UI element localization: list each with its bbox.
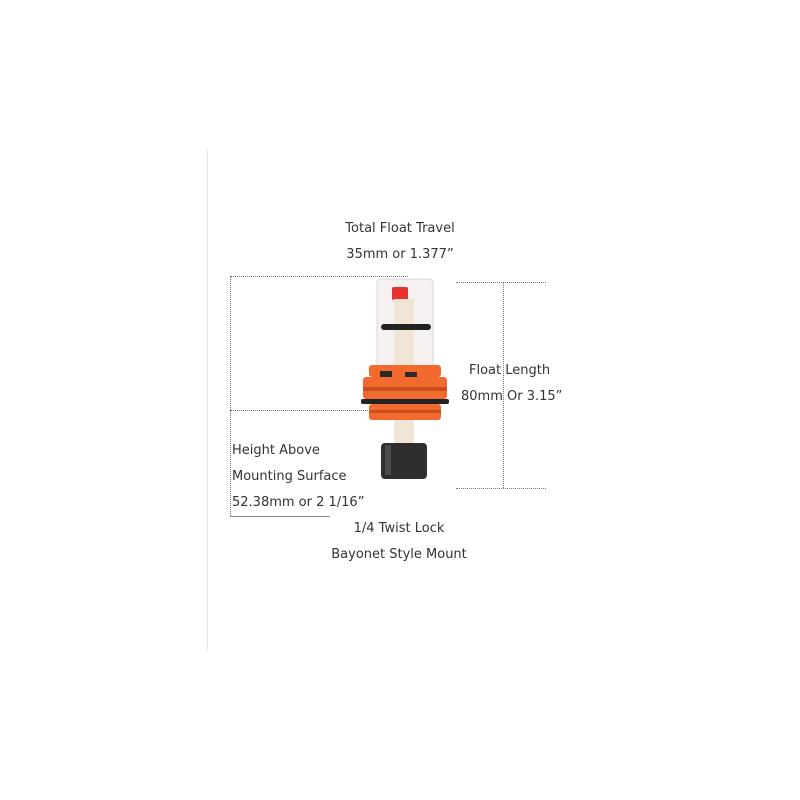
float-length-value: 80mm Or 3.15”: [461, 389, 563, 404]
red-cap: [392, 287, 408, 300]
float-length-top-line: [456, 282, 546, 283]
mount-label-line1: 1/4 Twist Lock: [353, 521, 445, 536]
lower-stem: [394, 420, 414, 445]
float-length-bottom-line: [456, 488, 546, 489]
float-body: [381, 443, 427, 479]
float-length-title: Float Length: [469, 363, 551, 378]
inner-stem: [394, 299, 414, 371]
float-travel-top-line: [230, 276, 408, 277]
total-float-travel-title: Total Float Travel: [345, 221, 455, 236]
float-travel-bottom-line: [230, 410, 380, 411]
gasket: [361, 399, 449, 404]
mounting-surface-line: [230, 516, 330, 517]
total-float-travel-value: 35mm or 1.377”: [346, 247, 454, 262]
height-above-value: 52.38mm or 2 1/16”: [232, 495, 365, 510]
height-above-line1: Height Above: [232, 443, 320, 458]
mount-label-line2: Bayonet Style Mount: [331, 547, 467, 562]
float-length-vertical-line: [503, 282, 504, 488]
height-left-line: [230, 276, 231, 516]
o-ring: [381, 324, 431, 330]
housing-window-left: [380, 371, 392, 381]
float-switch-illustration: [361, 278, 449, 479]
left-divider-line: [207, 150, 208, 650]
height-above-line2: Mounting Surface: [232, 469, 347, 484]
float-highlight: [385, 445, 391, 475]
housing-shade: [363, 387, 447, 391]
bayonet-shade: [369, 410, 441, 413]
